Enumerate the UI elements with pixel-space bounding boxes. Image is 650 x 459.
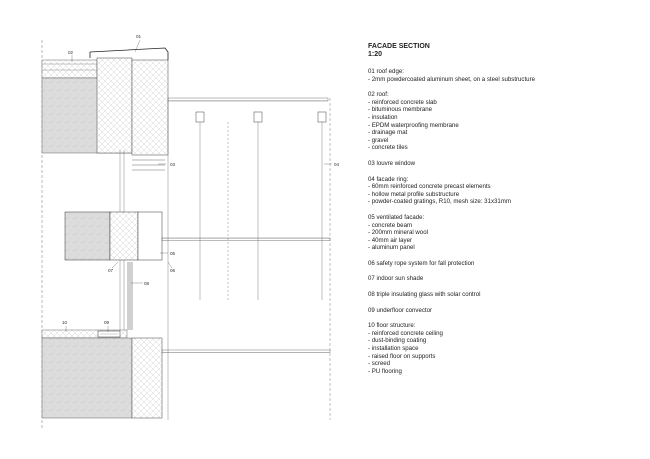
legend-section: 09 underfloor convector (368, 307, 638, 315)
legend-heading: 02 roof: (368, 91, 389, 99)
legend-item: - EPDM waterproofing membrane (368, 121, 459, 129)
legend-item: - dust-binding coating (368, 337, 427, 345)
sheet-title: FACADE SECTION (368, 43, 430, 50)
legend-item: - aluminum panel (368, 244, 415, 252)
sheet-scale: 1:20 (368, 51, 383, 58)
legend-item: - 200mm mineral wool (368, 229, 428, 237)
legend-item: - gravel (368, 136, 389, 144)
underfloor-convector (97, 330, 121, 338)
tag-04: 04 (334, 162, 340, 167)
tag-03: 03 (170, 162, 176, 167)
legend-item: - concrete beam (368, 221, 413, 229)
facade-verticals (119, 98, 331, 420)
legend-item: - powder-coated gratings, R10, mesh size… (368, 198, 511, 206)
legend-heading: 07 indoor sun shade (368, 275, 424, 283)
legend-item: - drainage mat (368, 129, 408, 137)
legend-section: 03 louvre window (368, 160, 638, 168)
legend-heading: 03 louvre window (368, 159, 416, 167)
facade-section-drawing: 01 02 03 04 05 06 07 08 09 10 (41, 34, 340, 430)
legend-heading: 05 ventilated facade: (368, 213, 425, 221)
legend-item: - hollow metal profile substructure (368, 190, 460, 198)
tag-06: 06 (170, 268, 176, 273)
tag-08: 08 (144, 281, 150, 286)
legend-item: - installation space (368, 345, 419, 353)
legend-heading: 06 safety rope system for fall protectio… (368, 259, 475, 267)
legend-item: - screed (368, 360, 391, 368)
legend-section: 01 roof edge:- 2mm powdercoated aluminum… (368, 68, 638, 83)
drawing-tags: 01 02 03 04 05 06 07 08 09 10 (62, 34, 340, 325)
legend-section: 08 triple insulating glass with solar co… (368, 291, 638, 299)
tag-02: 02 (68, 50, 74, 55)
legend-heading: 04 facade ring: (368, 175, 409, 183)
legend-heading: 08 triple insulating glass with solar co… (368, 291, 481, 299)
floor-structure (41, 329, 331, 419)
legend-section: 04 facade ring:- 60mm reinforced concret… (368, 176, 638, 206)
legend-item: - reinforced concrete ceiling (368, 329, 443, 337)
legend-section: 07 indoor sun shade (368, 275, 638, 283)
tag-05: 05 (170, 251, 176, 256)
legend-heading: 10 floor structure: (368, 322, 416, 330)
louvre-window (132, 159, 165, 171)
tag-01: 01 (136, 34, 142, 39)
tag-10: 10 (62, 320, 68, 325)
legend-item: - 60mm reinforced concrete precast eleme… (368, 183, 491, 191)
legend-heading: 09 underfloor convector (368, 306, 433, 314)
legend-section: 05 ventilated facade:- concrete beam- 20… (368, 214, 638, 252)
legend-item: - bituminous membrane (368, 106, 433, 114)
legend-section: 10 floor structure:- reinforced concrete… (368, 322, 638, 375)
leader-lines (65, 39, 332, 332)
tag-09: 09 (104, 320, 110, 325)
legend-item: - concrete tiles (368, 144, 408, 152)
legend-item: - raised floor on supports (368, 352, 436, 360)
legend-item: - 2mm powdercoated aluminum sheet, on a … (368, 75, 535, 83)
ventilated-facade-beam (64, 211, 331, 261)
legend-sections: 01 roof edge:- 2mm powdercoated aluminum… (368, 68, 638, 375)
legend-heading: 01 roof edge: (368, 68, 404, 75)
legend-item: - 40mm air layer (368, 236, 413, 244)
legend-item: - PU flooring (368, 367, 402, 375)
triple-glazing (127, 262, 133, 330)
legend-section: 06 safety rope system for fall protectio… (368, 260, 638, 268)
tag-07: 07 (108, 268, 114, 273)
legend-item: - reinforced concrete slab (368, 98, 437, 106)
legend-section: 02 roof:- reinforced concrete slab- bitu… (368, 91, 638, 152)
roof-assembly (41, 57, 169, 156)
facade-ring-upper (167, 97, 329, 123)
legend-item: - insulation (368, 113, 398, 121)
legend-panel: FACADE SECTION 1:20 01 roof edge:- 2mm p… (368, 43, 638, 383)
roof-edge-sheet (89, 47, 169, 60)
